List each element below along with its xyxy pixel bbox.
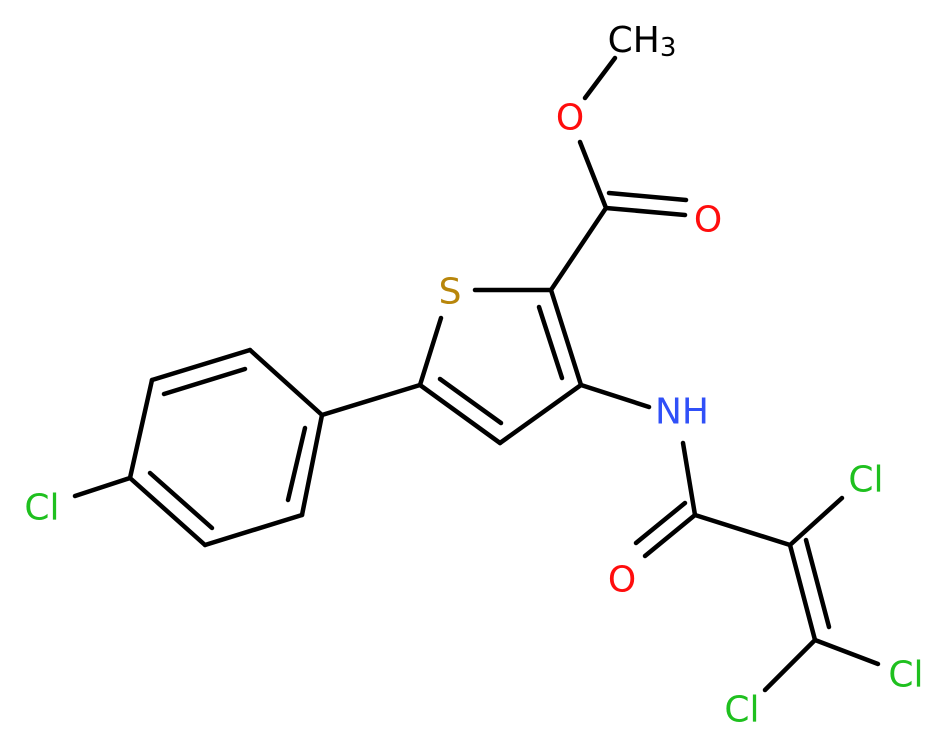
bond: [787, 495, 845, 548]
bond: [161, 366, 248, 397]
chlorine-label: Cl: [888, 655, 923, 696]
atom-labels: CH3 O O S NH O Cl Cl Cl Cl: [24, 20, 923, 731]
methyl-label: CH3: [608, 20, 677, 64]
amide-oxygen-label: O: [608, 560, 636, 601]
bond: [762, 637, 818, 693]
chlorine-label: Cl: [24, 488, 59, 529]
bond: [319, 382, 423, 418]
bond: [633, 500, 688, 546]
sulfur-label: S: [439, 272, 462, 313]
bond: [202, 512, 305, 548]
bond: [578, 382, 652, 410]
bond: [548, 287, 584, 388]
bond: [147, 470, 215, 531]
bond: [247, 347, 325, 418]
bond: [285, 425, 308, 503]
amine-label: NH: [655, 392, 709, 433]
bond: [680, 440, 698, 518]
chlorine-label: Cl: [848, 460, 883, 501]
bond: [437, 376, 504, 426]
bond: [72, 475, 133, 499]
bond: [603, 205, 688, 218]
ester-oxygen-label: O: [556, 98, 584, 139]
bond: [127, 475, 208, 548]
bond: [692, 512, 793, 548]
bond: [803, 537, 832, 630]
bond: [548, 205, 609, 293]
bond: [606, 190, 689, 203]
bond: [577, 139, 609, 211]
bond: [299, 412, 325, 518]
chlorine-label: Cl: [724, 690, 759, 731]
bond: [582, 55, 618, 101]
bond: [812, 637, 881, 667]
bond: [417, 315, 444, 388]
bond: [149, 347, 253, 383]
bond: [417, 382, 503, 446]
bond: [642, 512, 698, 559]
carbonyl-oxygen-label: O: [694, 200, 722, 241]
bond: [787, 542, 818, 643]
bond: [497, 382, 584, 446]
bonds: [72, 55, 881, 693]
bond: [536, 304, 565, 381]
bond: [127, 377, 155, 481]
